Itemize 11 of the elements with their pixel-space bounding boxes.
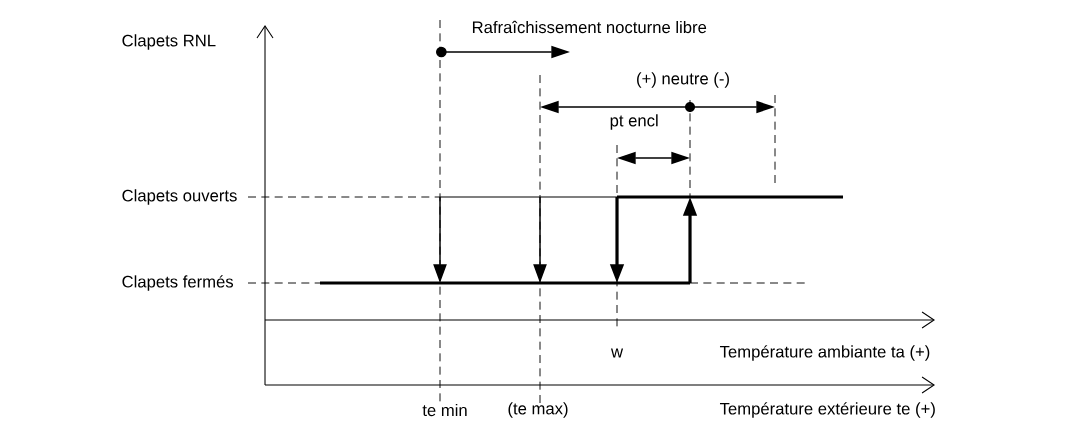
axis-label: Clapets ouverts [122,189,237,205]
axis-label: Clapets fermés [122,275,234,291]
tick-label: te min [422,403,467,417]
axis-label: Clapets RNL [122,34,216,50]
tick-label: w [610,348,624,358]
axis-label: Température ambiante ta (+) [720,345,930,361]
range-label: Rafraîchissement nocturne libre [472,20,707,34]
tick-label: (te max) [508,402,568,418]
axis-label: Température extérieure te (+) [720,402,935,418]
range-label: (+) neutre (-) [637,72,729,88]
range-label: pt encl [610,114,658,130]
